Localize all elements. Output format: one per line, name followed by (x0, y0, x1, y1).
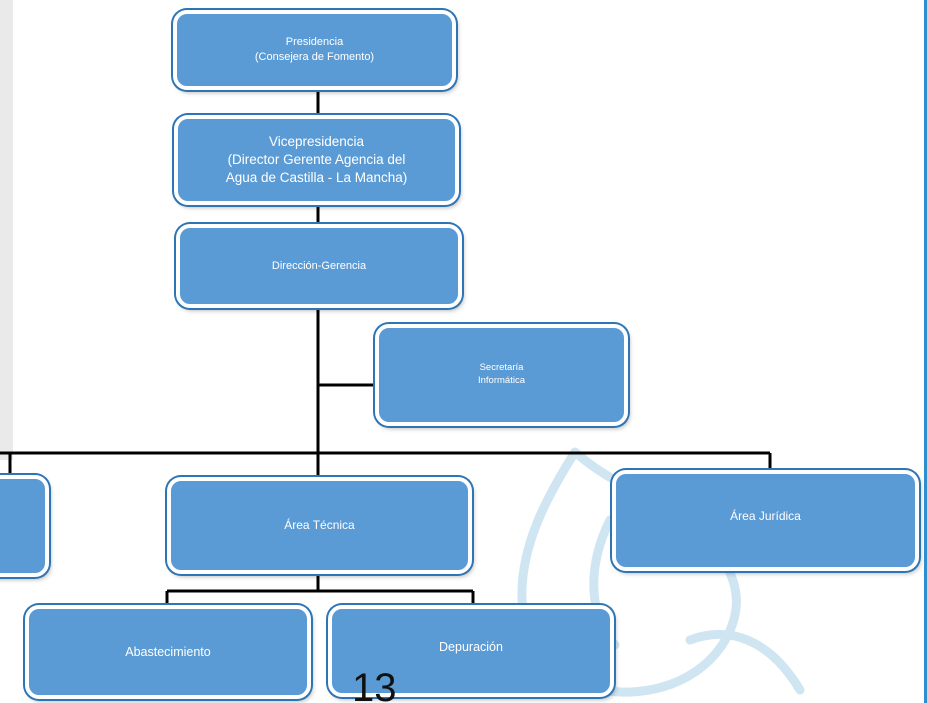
abastecimiento-title: Abastecimiento (125, 644, 211, 659)
left-margin-strip (0, 0, 13, 460)
secretaria-line1: Secretaría (479, 362, 524, 374)
node-presidencia: Presidencia (Consejera de Fomento) (173, 10, 456, 90)
direccion-gerencia-title: Dirección-Gerencia (271, 259, 367, 272)
node-depuracion: Depuración (328, 605, 614, 697)
depuracion-title: Depuración (439, 640, 503, 654)
node-abastecimiento: Abastecimiento (25, 605, 311, 699)
secretaria-line2: Informática (478, 375, 525, 386)
page-number: 13 (352, 666, 397, 703)
node-area-tecnica: Área Técnica (167, 477, 472, 574)
vicepresidencia-title: Vicepresidencia (268, 133, 365, 149)
area-tecnica-title: Área Técnica (284, 518, 355, 533)
vicepresidencia-line2: (Director Gerente Agencia del (227, 151, 406, 167)
vicepresidencia-line3: Agua de Castilla - La Mancha) (225, 170, 408, 186)
right-accent-border (924, 0, 927, 703)
node-area-juridica: Área Jurídica (612, 470, 919, 571)
node-left-area-partial (0, 475, 49, 577)
node-direccion-gerencia: Dirección-Gerencia (176, 224, 462, 308)
presidencia-title: Presidencia (285, 36, 344, 49)
area-juridica-title: Área Jurídica (730, 509, 801, 523)
node-secretaria-informatica: Secretaría Informática (375, 324, 628, 426)
node-vicepresidencia: Vicepresidencia (Director Gerente Agenci… (174, 115, 459, 205)
presidencia-subtitle: (Consejera de Fomento) (254, 51, 375, 63)
